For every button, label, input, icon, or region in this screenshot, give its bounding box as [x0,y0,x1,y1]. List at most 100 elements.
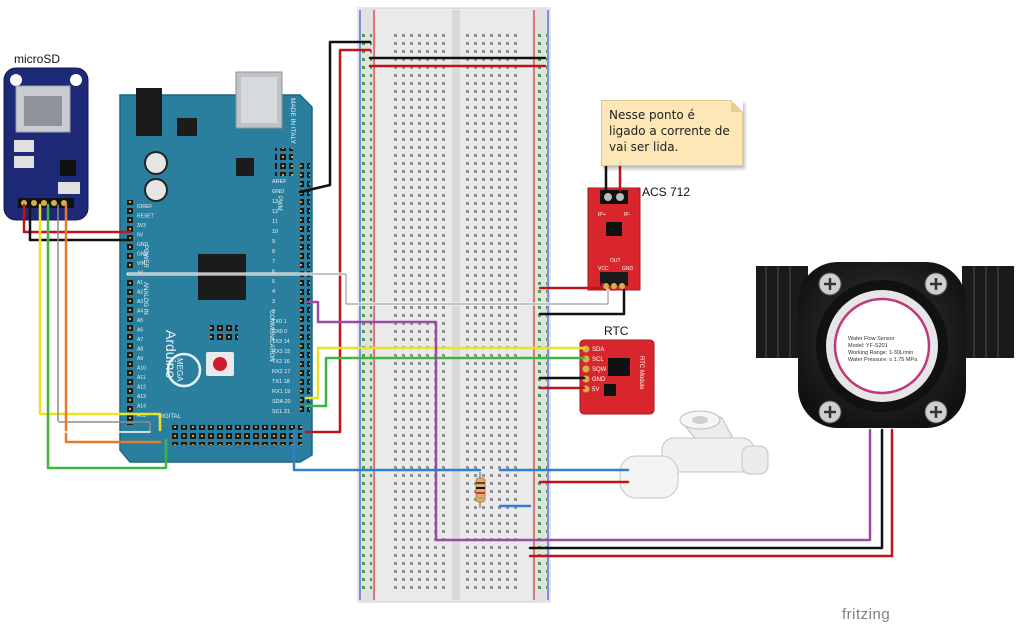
pin-label-left: 5V [137,233,144,239]
analog-section-label: ANALOG IN [142,282,148,315]
pin-label-right: RX2 17 [272,369,290,375]
pin-label-left: IOREF [137,204,152,210]
pin-label-right: 2 [272,309,275,315]
pin-label-right: 12 [272,209,278,215]
arduino-mega-board: MADE IN ITALY Arduino MEGA POWER ANALOG … [119,71,313,463]
acs-out-label: OUT [610,258,621,264]
pin-label-right: SDA 20 [272,399,291,405]
acs-pin-header [600,272,628,286]
wire-acs-vcc [538,282,604,290]
wire-flow-signal [304,300,872,542]
wire-rtc-sda [304,346,586,400]
flow-sensor-line3: Working Range: 1-30L/min [848,350,913,356]
communication-section-label: COMMUNICATION [268,310,274,362]
pin-label-left: A1 [137,280,143,286]
wire-sd-gnd [28,203,132,242]
wire-valve-control [292,428,482,472]
rtc-module: SDA SCL SQW GND 5V RTC Module [579,339,655,415]
microsd-label: microSD [14,52,61,66]
pin-label-left: A6 [137,328,143,334]
pin-label-right: TX0 1 [272,319,287,325]
pwm-label: PWM [276,196,282,211]
pin-label-right: 4 [272,289,275,295]
pin-label-right: RX1 19 [272,389,290,395]
pin-label-left: GND [137,242,149,248]
digital-header-right [300,160,310,415]
mega-label: MEGA [175,358,184,382]
acs-gnd-label: GND [622,266,634,272]
pin-label-right: TX1 18 [272,379,290,385]
rtc-gnd-label: GND [592,377,606,383]
wires [22,40,894,558]
pin-label-right: 7 [272,259,275,265]
acs-chip [606,222,622,236]
pin-label-right: 3 [272,299,275,305]
pin-label-right: 5 [272,279,275,285]
wire-5v-top [304,48,372,434]
acs712-label: ACS 712 [642,185,691,199]
flow-sensor-line4: Water Pressure: ≤ 1.75 MPa [848,357,918,363]
wire-rtc-scl [304,356,586,408]
pin-label-left: RESET [137,214,154,220]
power-jack [136,88,162,136]
pin-label-left: A2 [137,290,143,296]
pin-label-left: A9 [137,356,143,362]
pin-label-right: 11 [272,219,278,225]
pin-label-right: RX3 15 [272,349,290,355]
rtc-chip [608,358,630,376]
fritzing-watermark: fritzing [842,606,891,623]
pin-label-left: A8 [137,347,143,353]
rtc-5v-label: 5V [592,387,599,393]
wire-sd-miso [38,203,162,432]
pin-label-left: A14 [137,404,146,410]
annotation-note: Nesse ponto é ligado a corrente de vai s… [601,100,743,166]
wire-acs-gnd [538,288,626,316]
pin-label-right: TX3 14 [272,339,290,345]
wire-acs-analog-outline [127,273,609,305]
pin-label-left: A3 [137,299,143,305]
digital-section-label: DIGITAL [158,414,182,420]
pin-label-left: A7 [137,337,143,343]
pin-label-right: 8 [272,249,275,255]
pin-label-right: RX0 0 [272,329,287,335]
mega-logo-icon [166,352,202,388]
pin-label-right: TX2 16 [272,359,290,365]
flow-sensor-line1: Water Flow Sensor [848,336,895,342]
pin-label-right: 9 [272,239,275,245]
pin-label-left: VIN [137,261,146,267]
pin-label-left: A10 [137,366,146,372]
wire-sd-cs [64,203,162,444]
solenoid-valve [619,410,769,499]
mcu-chip [198,254,246,300]
rtc-label: RTC [604,324,629,338]
left-pin-labels: IOREFRESET3V35VGNDGNDVINA0A1A2A3A4A5A6A7… [137,204,154,419]
pin-label-right: GND [272,189,284,195]
made-in-label: MADE IN ITALY [289,98,296,145]
wire-sd-extra [57,421,151,433]
pin-label-right: 10 [272,229,278,235]
flow-sensor-line2: Model: YF-S201 [848,343,888,349]
power-header [124,200,134,270]
rtc-sda-label: SDA [592,347,604,353]
screw-icon [818,272,948,424]
pin-label-left: A13 [137,394,146,400]
digital-header-bottom [170,425,302,445]
flow-sensor-thread-right [962,266,1014,358]
wire-sd-mosi [57,204,151,433]
breadboard [357,7,551,603]
rtc-scl-label: SCL [592,357,604,363]
pin-label-left: A4 [137,309,143,315]
power-section-label: POWER [142,245,148,268]
pin-label-left: A11 [137,375,146,381]
note-text: Nesse ponto é ligado a corrente de vai s… [609,108,730,154]
pin-label-left: GND [137,252,149,258]
wire-flow-gnd [528,428,884,550]
arduino-logo-text: Arduino [163,330,179,378]
pin-label-right: SCL 21 [272,409,290,415]
ip-minus-label: IP- [624,212,631,218]
rtc-module-title: RTC Module [638,356,644,390]
pin-label-right: 13 [272,199,278,205]
flow-sensor-label-disc [833,297,931,395]
